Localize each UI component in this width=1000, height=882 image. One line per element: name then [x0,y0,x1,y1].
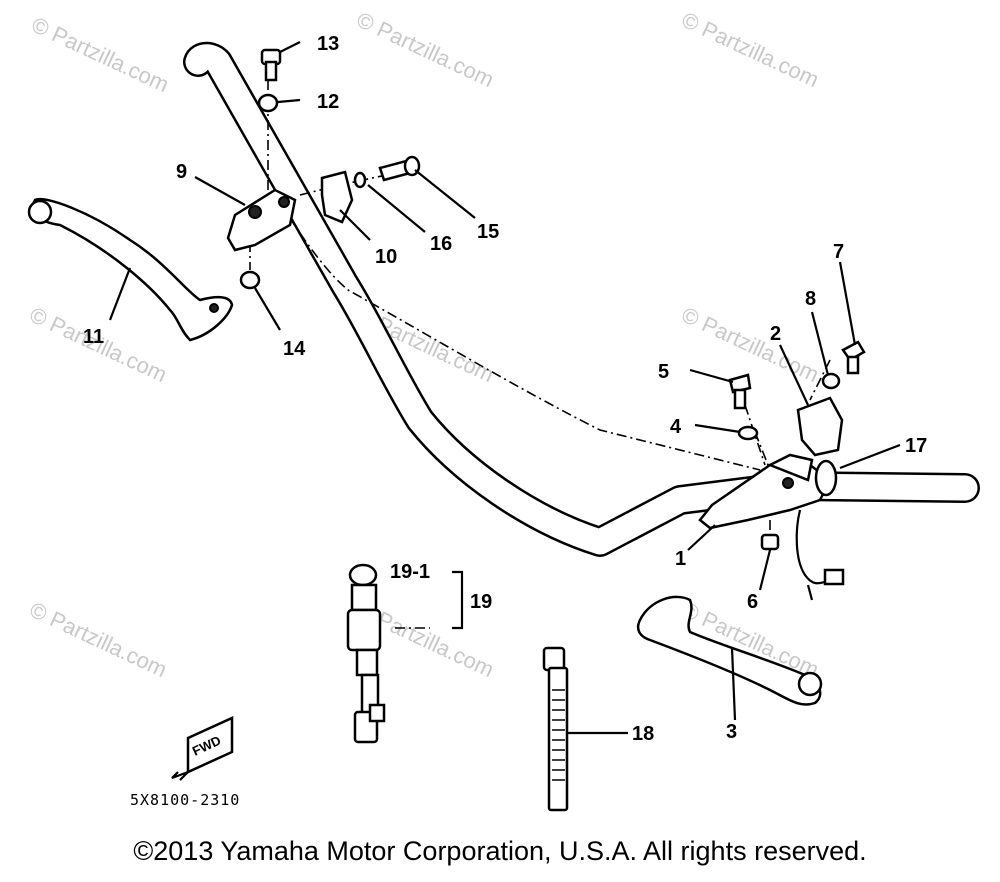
callout-9: 9 [176,161,187,183]
callout-10: 10 [375,246,397,268]
mirror-clamp [320,155,421,224]
switch-wire [795,509,845,601]
callout-12: 12 [317,91,339,113]
watermark-7: © Partzilla.com [26,597,171,682]
callout-18: 18 [632,723,654,745]
callout-6: 6 [747,591,758,613]
cable-adjuster [346,563,386,744]
brake-lever [636,595,823,706]
callout-16: 16 [430,233,452,255]
callout-5: 5 [658,361,669,383]
callout-13: 13 [317,33,339,55]
callout-17: 17 [905,435,927,457]
small-parts-right [728,340,866,551]
callout-1: 1 [675,548,686,570]
callout-15: 15 [477,221,499,243]
callout-19-1: 19-1 [390,561,430,583]
callout-7: 7 [833,241,844,263]
copyright-notice: ©2013 Yamaha Motor Corporation, U.S.A. A… [133,836,867,866]
callout-11: 11 [83,326,104,348]
watermark-6: © Partzilla.com [678,302,823,387]
leader-lines [108,41,901,735]
watermark-1: © Partzilla.com [28,12,173,97]
callout-4: 4 [670,416,682,438]
forward-marker: FWD [171,716,234,781]
watermark-3: © Partzilla.com [678,7,823,92]
callout-2: 2 [770,323,781,345]
lever-holder-left [226,188,297,252]
callout-3: 3 [726,721,737,743]
lever-holder-right [698,453,838,530]
watermark-2: © Partzilla.com [353,7,498,92]
callout-labels: 13 12 9 15 16 10 11 14 7 8 2 5 4 17 1 6 … [83,33,927,745]
callout-14: 14 [283,338,306,360]
handlebar [183,41,980,557]
callout-8: 8 [805,288,816,310]
clutch-lever [27,197,234,342]
diagram-code: 5X8100-2310 [130,791,240,809]
cable-tie [542,646,569,812]
callout-19: 19 [470,591,492,613]
small-parts-left [239,48,282,290]
